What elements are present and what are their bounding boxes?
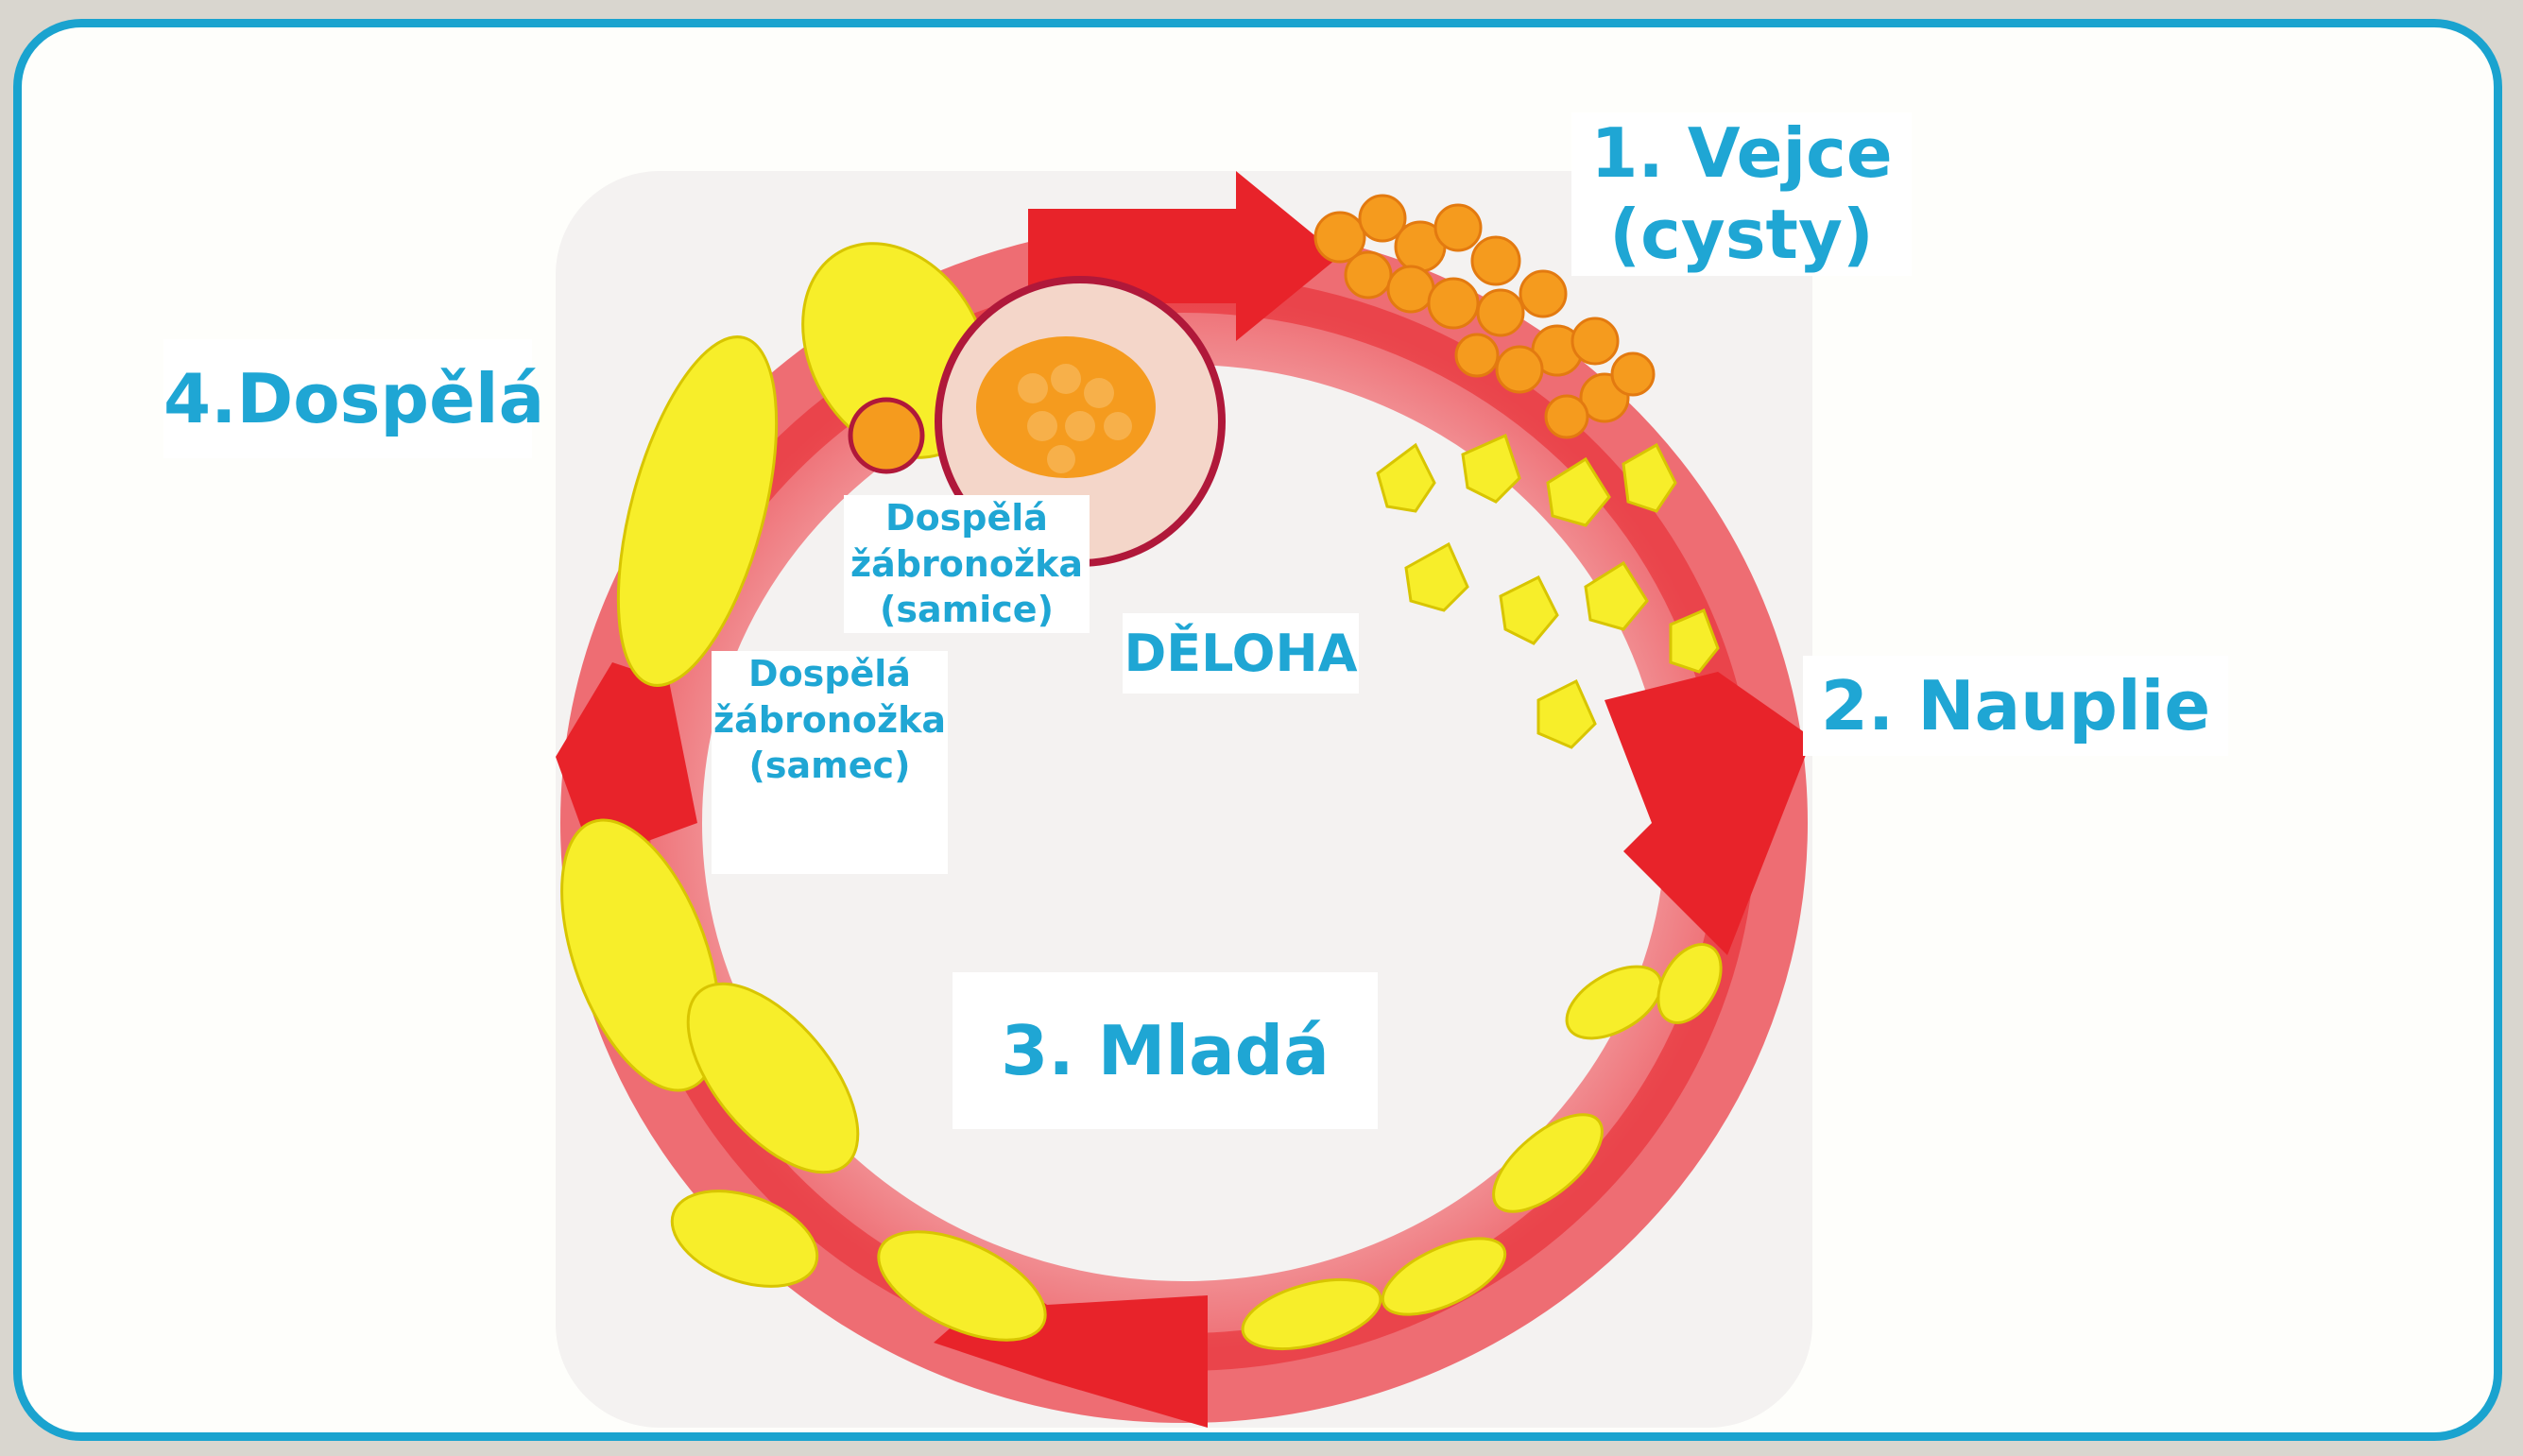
female-callout: Dospělá žábronožka (samice)	[844, 495, 1090, 633]
stage-eggs-label: 1. Vejce (cysty)	[1571, 112, 1912, 276]
uterus-label: DĚLOHA	[1123, 613, 1359, 694]
small-highlight-circle	[850, 400, 922, 471]
male-callout: Dospělá žábronožka (samec)	[712, 651, 948, 874]
stage-adult-label: 4.Dospělá	[163, 339, 532, 458]
stage-nauplius-label: 2. Nauplie	[1803, 656, 2228, 756]
stage-juvenile-label: 3. Mladá	[953, 972, 1378, 1129]
diagram-frame: 1. Vejce (cysty) 2. Nauplie 3. Mladá 4.D…	[13, 19, 2502, 1441]
